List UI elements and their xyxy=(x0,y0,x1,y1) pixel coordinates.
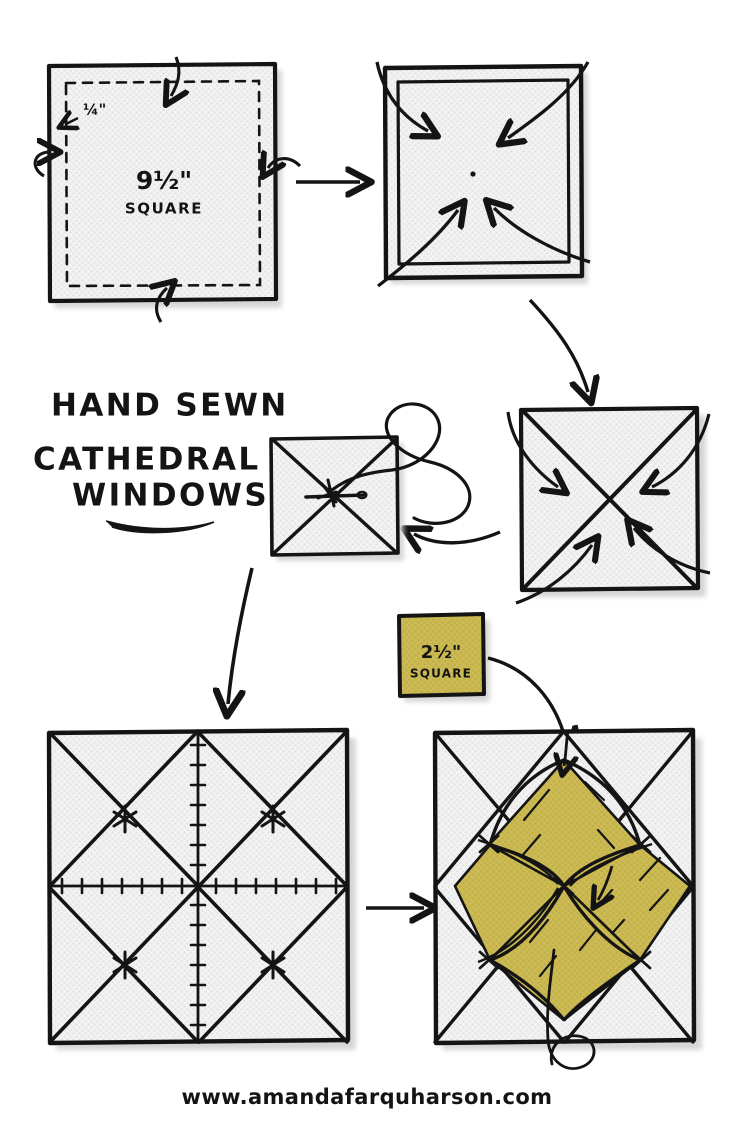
step-5-whipstitch-vertical xyxy=(189,743,207,1027)
step-1-seam-allowance-label: ¼" xyxy=(83,101,106,119)
step-3-corner-arrow-bl xyxy=(515,545,592,605)
step-2-hem-border xyxy=(396,78,571,266)
accent-square-size-label: 2½" xyxy=(421,642,462,663)
accent-square: 2½" SQUARE xyxy=(397,612,490,702)
step-1-size-label: 9½" xyxy=(136,166,192,195)
step-1-fold-arrow-bottom xyxy=(157,288,167,323)
accent-square-outline xyxy=(397,612,486,698)
step-6-roll-arrow xyxy=(598,865,612,900)
step-5-tack-tr xyxy=(260,804,286,834)
step-1-cut-and-hem: 9½" SQUARE ¼" xyxy=(33,56,302,323)
step-1-square-word: SQUARE xyxy=(125,200,203,218)
step-2-fabric xyxy=(384,66,582,278)
page-title: HAND SEWN CATHEDRAL WINDOWS xyxy=(33,388,289,534)
step-6-tack-br xyxy=(630,950,652,970)
step-6-roll-bottom-right xyxy=(562,958,641,1022)
arrow-step4-to-step5 xyxy=(228,567,254,704)
step-4-tack-centre xyxy=(269,402,472,561)
title-line-1: HAND SEWN xyxy=(51,388,289,424)
step-5-whipstitch-horizontal xyxy=(60,877,338,895)
step-4-thread xyxy=(330,402,472,525)
footer-url: www.amandafarquharson.com xyxy=(182,1085,553,1109)
title-line-3: WINDOWS xyxy=(72,478,269,514)
step-2-corner-arrow-tr xyxy=(508,61,590,138)
step-6-roll-inner-mr xyxy=(569,842,653,887)
step-1-fold-arrow-top xyxy=(171,56,179,96)
step-5-tack-br xyxy=(260,950,286,980)
step-6-thread xyxy=(546,948,596,1070)
step-6-tack-tl xyxy=(478,834,500,854)
step-6-window-right-stitches xyxy=(594,856,670,940)
step-6-roll-bl xyxy=(489,885,566,962)
step-6-placement-arrow xyxy=(564,729,568,766)
title-underline-swash xyxy=(105,520,215,534)
arrow-step3-to-step4 xyxy=(414,532,501,543)
step-6-roll-bottom-left xyxy=(489,958,566,1022)
accent-square-fabric xyxy=(398,614,484,696)
step-6-roll-tl xyxy=(488,758,565,846)
step-1-fold-arrow-left xyxy=(33,152,50,178)
step-5-join-units xyxy=(46,727,356,1050)
arrow-step2-to-step3 xyxy=(528,298,588,392)
step-6-window-top-stitches xyxy=(520,780,616,858)
step-6-roll-br xyxy=(562,885,641,962)
step-5-tack-tl xyxy=(112,804,138,834)
step-6-tack-bl xyxy=(478,950,500,970)
step-6-roll-inner-bl xyxy=(477,887,560,964)
step-6-tack-centre xyxy=(553,876,575,896)
step-2-corner-arrow-bl xyxy=(376,210,458,288)
step-1-fabric xyxy=(48,64,276,302)
step-3-corner-arrow-br xyxy=(634,528,711,575)
step-2-outline xyxy=(382,63,585,281)
step-6-tack-tr xyxy=(630,834,652,854)
step-1-seam-pointer-arrow xyxy=(66,118,78,124)
step-2-centre-dot xyxy=(470,171,476,177)
step-2-corner-arrow-br xyxy=(494,208,591,264)
accent-square-word: SQUARE xyxy=(410,667,472,681)
step-4-needle-eye xyxy=(356,490,368,500)
arrow-accent-to-step6 xyxy=(487,656,566,742)
step-1-outline xyxy=(46,61,279,304)
step-3-corner-arrow-tl xyxy=(506,411,558,487)
step-1-fold-arrow-right xyxy=(268,159,302,168)
step-2-corner-arrow-tl xyxy=(375,61,428,131)
step-1-pressing-line xyxy=(64,79,262,288)
step-3-fold-corners-again xyxy=(506,405,711,605)
step-5-outline xyxy=(46,727,351,1046)
step-4-centre-stitch xyxy=(316,478,338,508)
step-6-add-windows xyxy=(432,727,702,1070)
step-3-corner-arrow-tr xyxy=(652,413,711,487)
step-5-tack-bl xyxy=(112,950,138,980)
title-line-2: CATHEDRAL xyxy=(33,442,261,478)
step-2-fold-corners-in xyxy=(375,61,591,288)
step-4-needle xyxy=(304,493,367,499)
step-6-outline xyxy=(432,727,697,1046)
